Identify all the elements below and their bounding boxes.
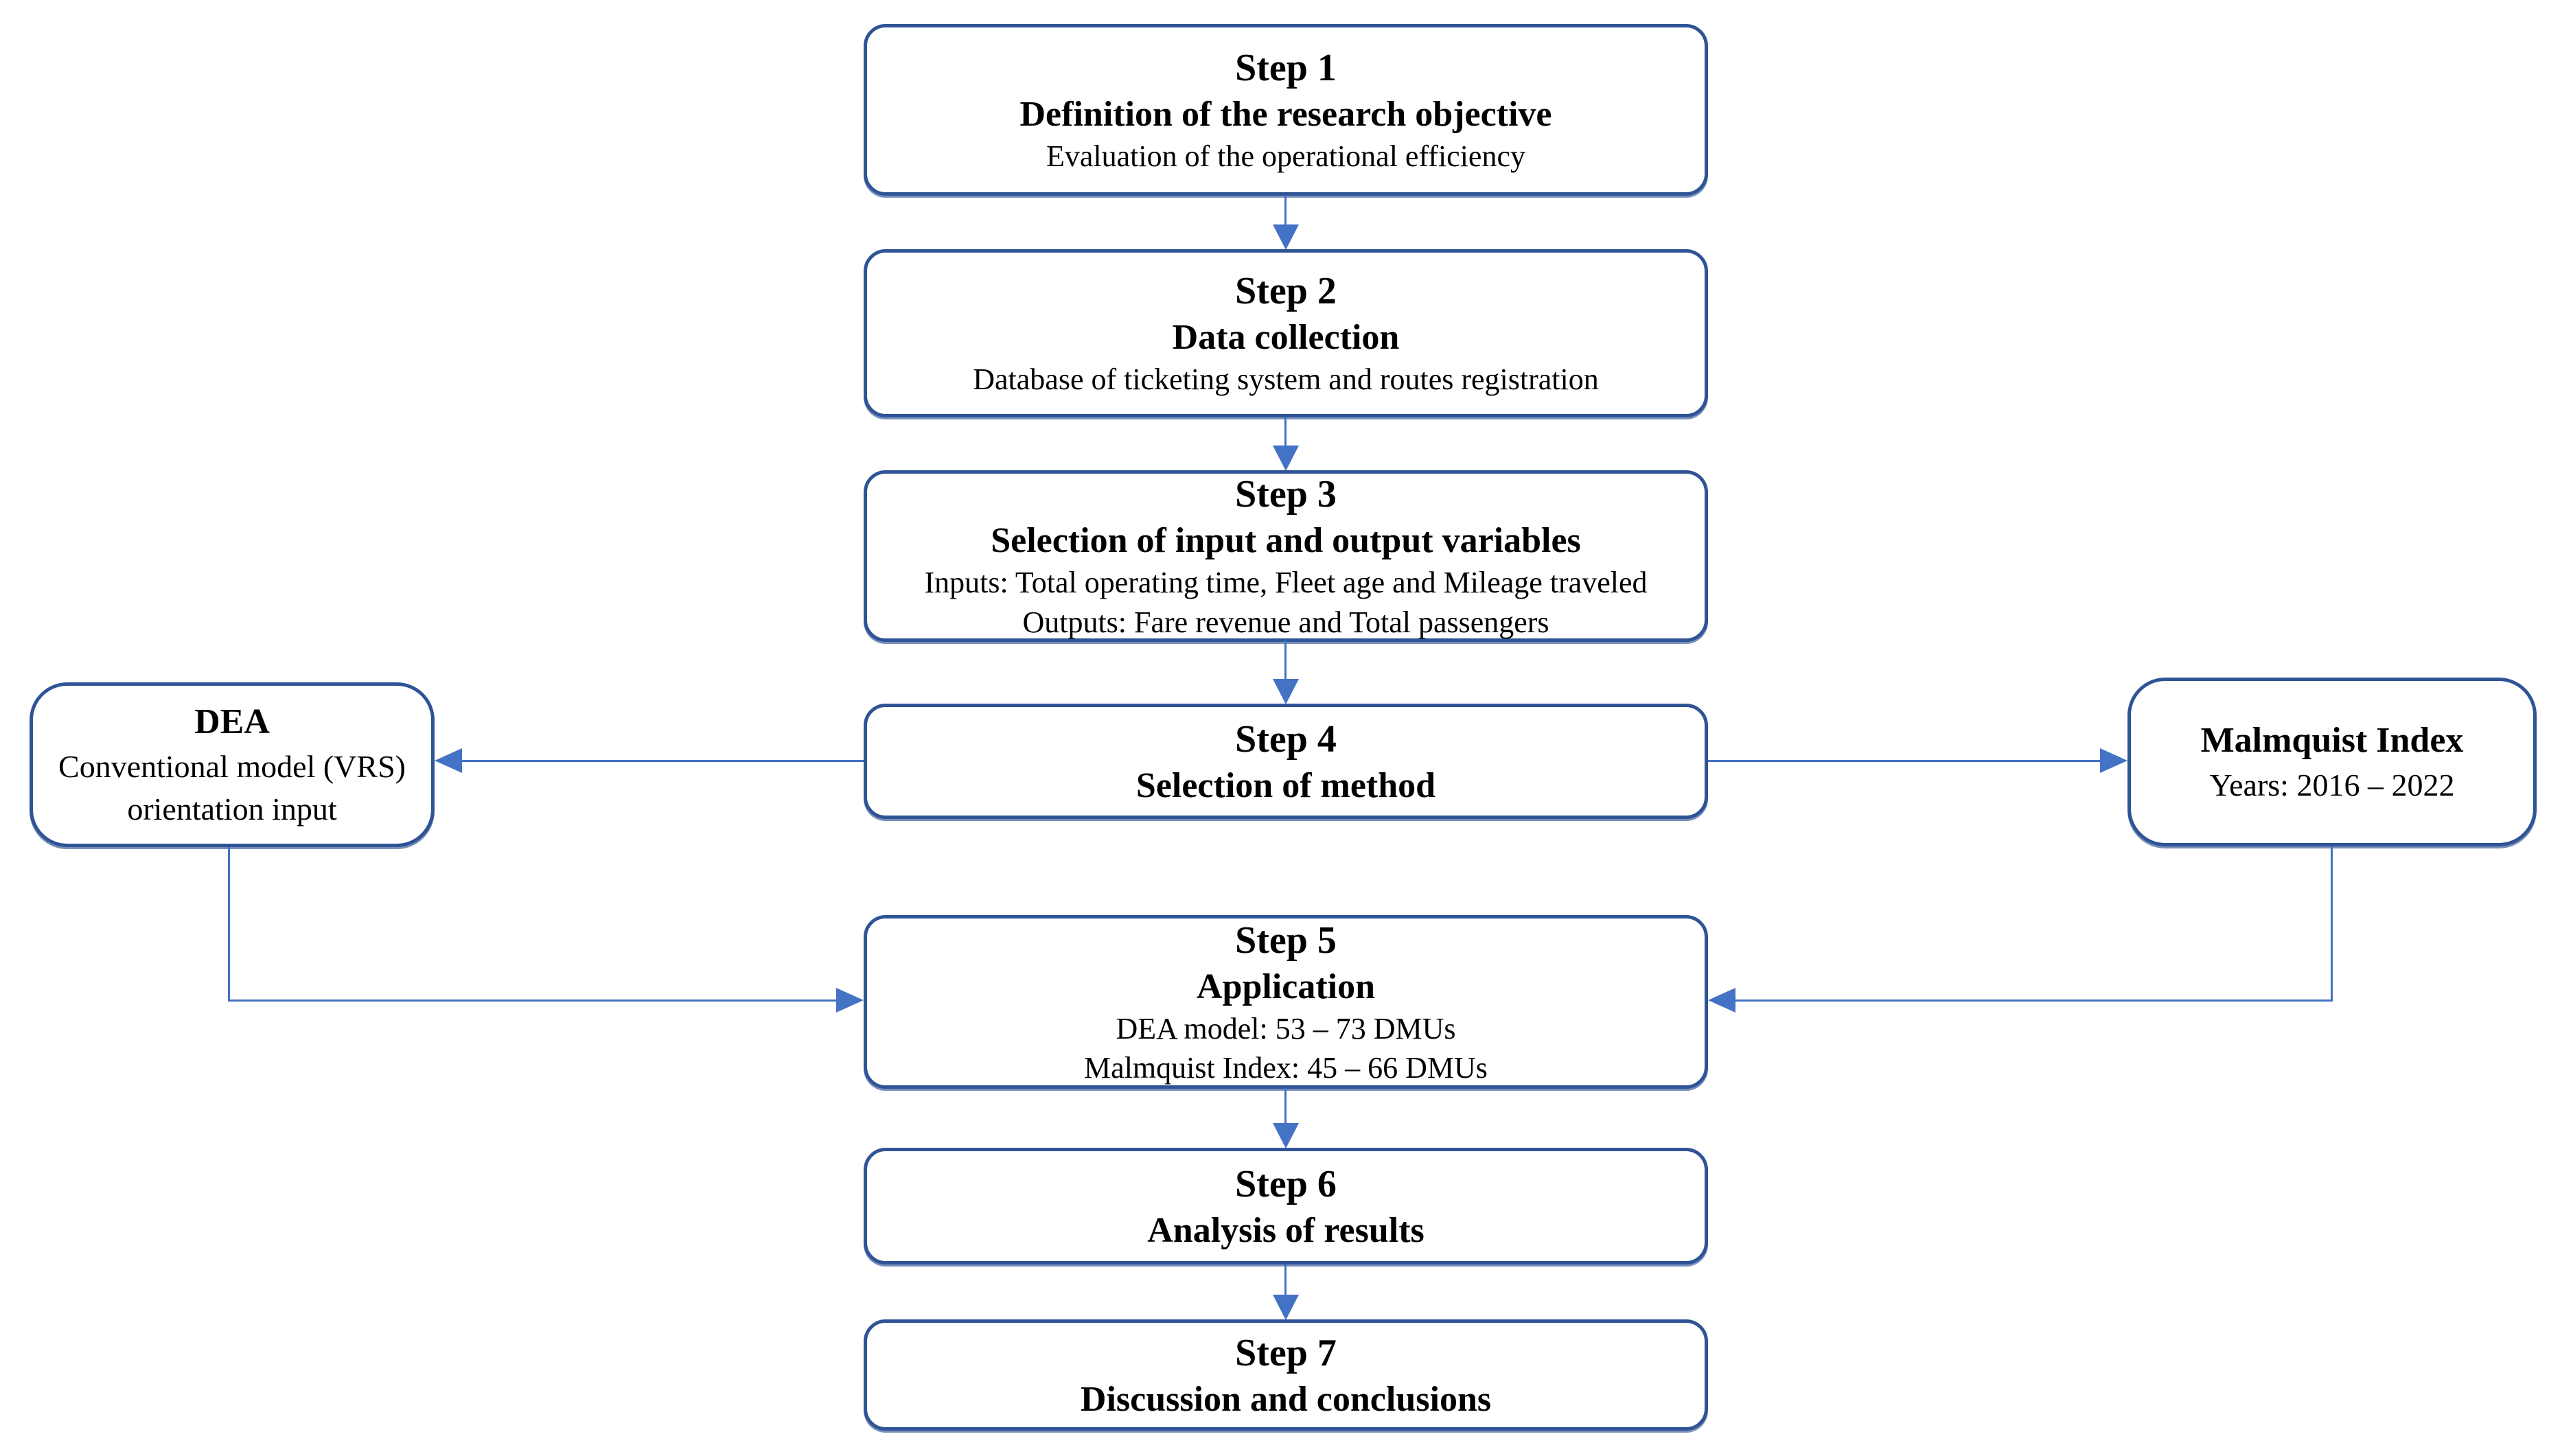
malmquist-box: Malmquist Index Years: 2016 – 2022 bbox=[2127, 678, 2537, 846]
arrow-step6-step7-line bbox=[1284, 1264, 1287, 1296]
step-4-box: Step 4 Selection of method bbox=[864, 704, 1708, 819]
dea-box: DEA Conventional model (VRS) orientation… bbox=[30, 682, 435, 847]
arrow-step4-malmquist-line bbox=[1708, 760, 2103, 762]
step-subtitle: Definition of the research objective bbox=[1019, 94, 1552, 134]
side-box-title: Malmquist Index bbox=[2200, 721, 2464, 761]
connector-dea-step5-head-icon bbox=[836, 988, 864, 1013]
side-box-title: DEA bbox=[194, 702, 270, 742]
step-detail: DEA model: 53 – 73 DMUs bbox=[1116, 1011, 1456, 1045]
step-subtitle: Application bbox=[1196, 967, 1376, 1006]
arrow-step3-step4-line bbox=[1284, 640, 1287, 680]
connector-dea-step5-hline bbox=[228, 999, 836, 1002]
side-box-detail: Conventional model (VRS) bbox=[58, 748, 406, 784]
step-title: Step 6 bbox=[1235, 1162, 1337, 1205]
step-6-box: Step 6 Analysis of results bbox=[864, 1148, 1708, 1264]
step-title: Step 7 bbox=[1235, 1331, 1337, 1374]
connector-malmquist-step5-vline bbox=[2331, 846, 2333, 1002]
arrow-step4-dea-line bbox=[459, 760, 864, 762]
step-detail: Evaluation of the operational efficiency bbox=[1046, 139, 1525, 173]
step-subtitle: Analysis of results bbox=[1147, 1210, 1425, 1250]
arrow-step4-dea-head-icon bbox=[435, 748, 462, 773]
step-detail: Database of ticketing system and routes … bbox=[973, 362, 1599, 397]
connector-malmquist-step5-hline bbox=[1735, 999, 2333, 1002]
step-subtitle: Discussion and conclusions bbox=[1080, 1379, 1492, 1419]
step-subtitle: Selection of method bbox=[1135, 765, 1436, 805]
step-title: Step 3 bbox=[1235, 473, 1337, 516]
step-title: Step 5 bbox=[1235, 918, 1337, 962]
side-box-detail: Years: 2016 – 2022 bbox=[2209, 767, 2455, 802]
step-subtitle: Data collection bbox=[1172, 318, 1400, 358]
connector-dea-step5-vline bbox=[228, 847, 230, 1002]
step-title: Step 4 bbox=[1235, 717, 1337, 761]
connector-malmquist-step5-head-icon bbox=[1708, 988, 1735, 1013]
arrow-step5-step6-head-icon bbox=[1273, 1123, 1299, 1148]
side-box-detail: orientation input bbox=[127, 791, 337, 827]
step-5-box: Step 5 Application DEA model: 53 – 73 DM… bbox=[864, 915, 1708, 1089]
step-title: Step 2 bbox=[1235, 270, 1337, 313]
step-title: Step 1 bbox=[1235, 46, 1337, 89]
arrow-step1-step2-head-icon bbox=[1273, 224, 1299, 250]
step-1-box: Step 1 Definition of the research object… bbox=[864, 24, 1708, 196]
step-3-box: Step 3 Selection of input and output var… bbox=[864, 470, 1708, 642]
arrow-step3-step4-head-icon bbox=[1273, 679, 1299, 704]
step-detail: Malmquist Index: 45 – 66 DMUs bbox=[1084, 1051, 1488, 1085]
arrow-step2-step3-line bbox=[1284, 417, 1287, 447]
arrow-step5-step6-line bbox=[1284, 1088, 1287, 1124]
arrow-step1-step2-line bbox=[1284, 196, 1287, 226]
arrow-step4-malmquist-head-icon bbox=[2100, 748, 2127, 773]
arrow-step2-step3-head-icon bbox=[1273, 446, 1299, 471]
step-detail: Inputs: Total operating time, Fleet age … bbox=[924, 566, 1648, 600]
step-2-box: Step 2 Data collection Database of ticke… bbox=[864, 249, 1708, 417]
step-7-box: Step 7 Discussion and conclusions bbox=[864, 1319, 1708, 1431]
step-detail: Outputs: Fare revenue and Total passenge… bbox=[1022, 605, 1549, 639]
arrow-step6-step7-head-icon bbox=[1273, 1295, 1299, 1320]
step-subtitle: Selection of input and output variables bbox=[991, 521, 1581, 561]
